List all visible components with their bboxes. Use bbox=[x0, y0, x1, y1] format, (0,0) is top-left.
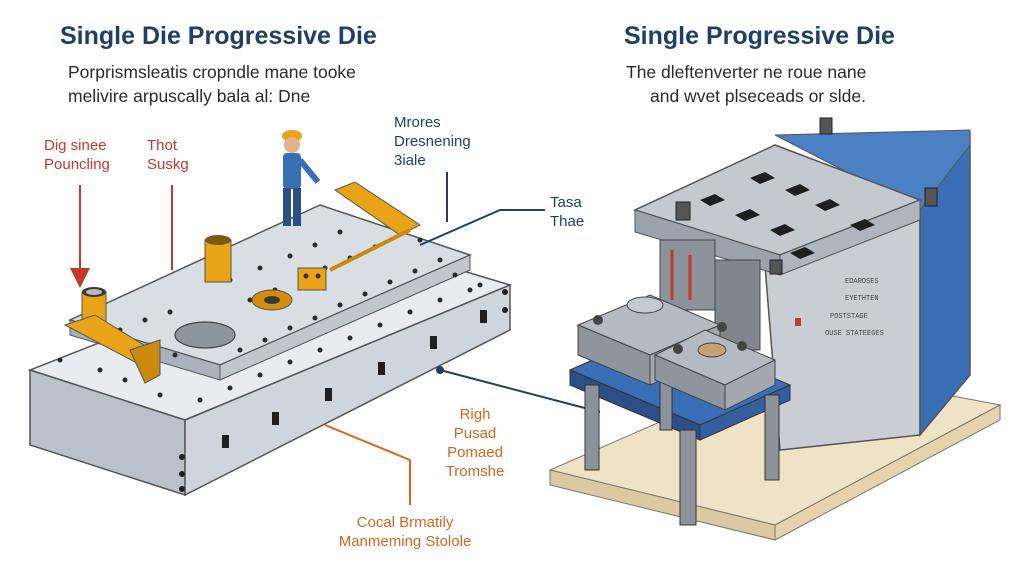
callout-mrores: Mrores Dresnening 3iale bbox=[394, 113, 471, 170]
connector-line bbox=[439, 369, 601, 413]
callout-righ-line-3: Pomaed bbox=[447, 444, 503, 461]
feed-bar bbox=[329, 181, 421, 272]
callout-thot: Thot Suskg bbox=[147, 136, 189, 174]
side-panel-text: EDAROSES EYETHTEN POSTSTAGE OUSE STATEEG… bbox=[795, 278, 884, 338]
left-title: Single Die Progressive Die bbox=[60, 22, 377, 50]
callout-mrores-line-2: Dresnening bbox=[394, 133, 471, 150]
callout-cocal-line-1: Cocal Brmatily bbox=[356, 514, 454, 531]
callout-thot-line-1: Thot bbox=[147, 137, 178, 154]
callout-dig: Dig sinee Pouncling bbox=[44, 136, 110, 174]
svg-text:EYETHTEN: EYETHTEN bbox=[845, 295, 879, 303]
ring-washer bbox=[251, 289, 293, 311]
callout-tasa-line-1: Tasa bbox=[550, 194, 582, 211]
callout-cocal-line-2: Manmeming Stolole bbox=[338, 533, 472, 550]
callout-righ-line-1: Righ bbox=[459, 406, 491, 423]
worker-figure bbox=[282, 130, 321, 226]
cocal-leader bbox=[324, 424, 411, 505]
callout-mrores-line-1: Mrores bbox=[394, 114, 441, 131]
callout-righ-line-4: Tromshe bbox=[445, 463, 505, 480]
svg-text:EDAROSES: EDAROSES bbox=[845, 278, 879, 286]
svg-text:OUSE STATEEGES: OUSE STATEEGES bbox=[825, 330, 884, 338]
top-plate bbox=[632, 117, 938, 276]
side-slots bbox=[179, 289, 508, 492]
callout-dig-line-2: Pouncling bbox=[44, 156, 110, 173]
callout-dig-line-1: Dig sinee bbox=[44, 137, 107, 154]
callout-righ-line-2: Pusad bbox=[453, 425, 497, 442]
callout-thot-line-2: Suskg bbox=[147, 156, 189, 173]
guide-post bbox=[204, 235, 232, 283]
callout-tasa: Tasa Thae bbox=[550, 193, 584, 231]
die-block-stack bbox=[576, 294, 777, 411]
clamp-arm-left bbox=[63, 314, 161, 384]
callout-righ: Righ Pusad Pomaed Tromshe bbox=[425, 405, 525, 481]
left-subtitle-line-2: melivire arpuscally bala al: Dne bbox=[68, 86, 311, 106]
callout-tasa-line-2: Thae bbox=[550, 213, 585, 230]
right-title: Single Progressive Die bbox=[624, 22, 895, 50]
tasa-leader bbox=[419, 209, 545, 246]
right-subtitle-line-2: and wvet plseceads or slde. bbox=[650, 86, 866, 106]
svg-text:POSTSTAGE: POSTSTAGE bbox=[830, 313, 868, 321]
small-block bbox=[297, 267, 327, 291]
right-subtitle-line-1: The dleftenverter ne roue nane bbox=[626, 62, 867, 82]
callout-mrores-line-3: 3iale bbox=[394, 152, 426, 169]
left-subtitle-line-1: Porprismsleatis cropndle mane tooke bbox=[68, 62, 356, 82]
machine-guts bbox=[659, 239, 761, 351]
callout-cocal: Cocal Brmatily Manmeming Stolole bbox=[305, 513, 505, 551]
